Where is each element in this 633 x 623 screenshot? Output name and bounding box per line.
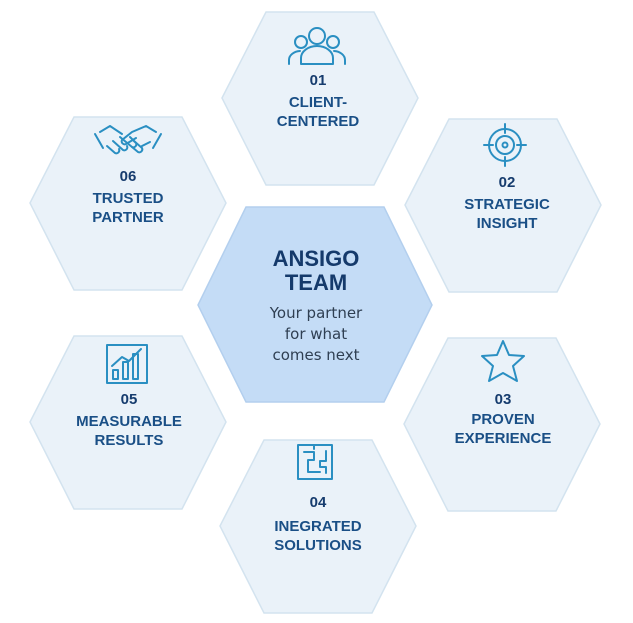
item-label-integrated-line1: INEGRATED bbox=[274, 518, 361, 535]
maze-icon bbox=[297, 444, 333, 480]
item-label-measurable-line1: MEASURABLE bbox=[76, 413, 182, 430]
hexagon-integrated-solutions: 04 INEGRATED SOLUTIONS bbox=[219, 439, 417, 614]
center-subtitle-line2: for what bbox=[285, 325, 347, 343]
item-label-client-line2: CENTERED bbox=[277, 113, 360, 130]
item-label-integrated-line2: SOLUTIONS bbox=[274, 537, 362, 554]
item-number-03: 03 bbox=[495, 391, 512, 408]
center-title-line1: ANSIGO bbox=[273, 246, 360, 271]
item-label-measurable-line2: RESULTS bbox=[95, 432, 164, 449]
item-number-01: 01 bbox=[310, 72, 327, 89]
hexagon-trusted-partner: 06 TRUSTED PARTNER bbox=[29, 116, 227, 291]
item-label-proven-line1: PROVEN bbox=[471, 411, 534, 428]
item-number-05: 05 bbox=[121, 391, 138, 408]
item-number-06: 06 bbox=[120, 168, 137, 185]
item-number-04: 04 bbox=[310, 494, 327, 511]
hexagon-strategic-insight: 02 STRATEGIC INSIGHT bbox=[404, 118, 602, 293]
item-label-strategic-line2: INSIGHT bbox=[477, 215, 538, 232]
hexagon-measurable-results: 05 MEASURABLE RESULTS bbox=[29, 335, 227, 510]
team-icon bbox=[287, 27, 347, 65]
center-hexagon: ANSIGO TEAM Your partner for what comes … bbox=[197, 206, 433, 403]
item-label-proven-line2: EXPERIENCE bbox=[455, 430, 552, 447]
item-label-trusted-line1: TRUSTED bbox=[93, 190, 164, 207]
hexagon-proven-experience: 03 PROVEN EXPERIENCE bbox=[403, 337, 601, 512]
center-subtitle-line3: comes next bbox=[272, 346, 359, 364]
center-subtitle-line1: Your partner bbox=[269, 304, 363, 322]
hexagon-client-centered: 01 CLIENT- CENTERED bbox=[221, 11, 419, 186]
item-label-strategic-line1: STRATEGIC bbox=[464, 196, 550, 213]
star-icon bbox=[481, 340, 525, 382]
center-title-line2: TEAM bbox=[285, 270, 347, 295]
bar-chart-icon bbox=[106, 344, 148, 384]
item-label-client-line1: CLIENT- bbox=[289, 94, 347, 111]
item-label-trusted-line2: PARTNER bbox=[92, 209, 164, 226]
target-icon bbox=[483, 123, 527, 167]
handshake-icon bbox=[94, 125, 162, 155]
item-number-02: 02 bbox=[499, 174, 516, 191]
